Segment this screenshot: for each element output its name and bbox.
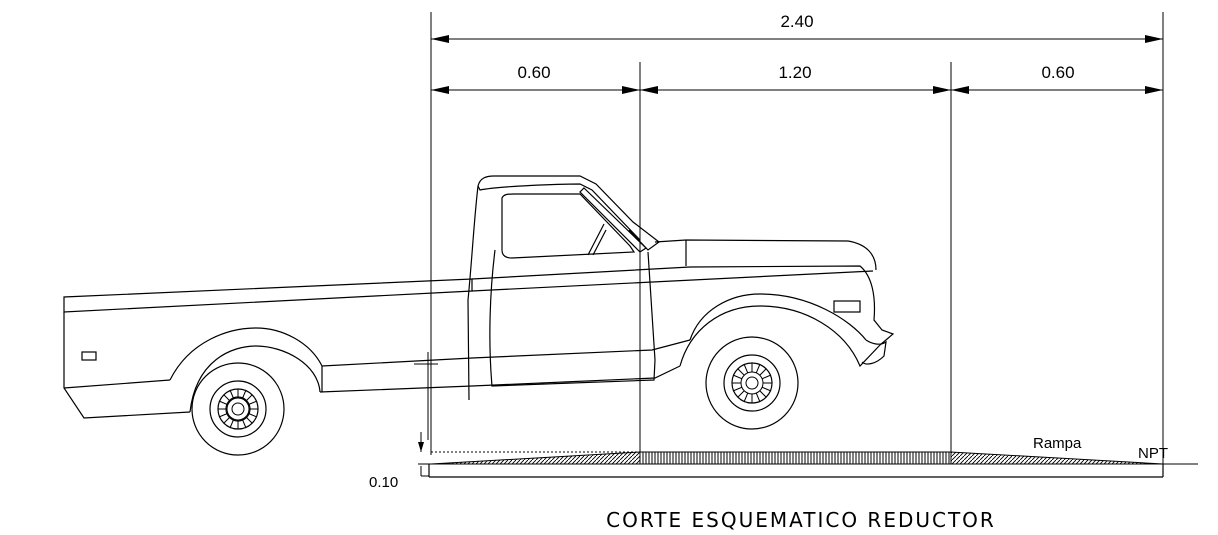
truck-hood-line [471, 265, 895, 346]
truck-side-crease [471, 270, 874, 292]
truck-bed-rear [63, 312, 191, 419]
dimension-height-label: 0.10 [369, 474, 398, 491]
truck-wiper [587, 223, 605, 256]
truck-side-lower-crease [321, 339, 691, 367]
ramp-label: Rampa [1033, 435, 1082, 452]
front-wheel [705, 336, 799, 430]
left-ramp [430, 451, 641, 465]
dimension-left-ramp: 0.60 [431, 63, 640, 94]
pickup-truck-drawing [63, 175, 895, 456]
arrow-head-icon [418, 442, 424, 452]
truck-cab [467, 175, 661, 401]
center-plateau [639, 451, 952, 465]
dimension-center: 1.20 [640, 63, 951, 94]
truck-side-window [501, 193, 636, 259]
side-marker-light [833, 300, 861, 313]
speed-bump-profile [418, 451, 1198, 478]
arrow-head-icon [1145, 86, 1163, 94]
rear-light [81, 351, 97, 361]
dimension-total-label: 2.40 [780, 12, 813, 31]
arrow-head-icon [431, 35, 449, 43]
truck-rocker [319, 365, 681, 393]
right-ramp [950, 451, 1164, 465]
rear-wheel [191, 362, 285, 456]
truck-door [489, 249, 656, 387]
truck-front-bumper [861, 339, 887, 365]
dimension-right-ramp: 0.60 [951, 63, 1163, 94]
truck-bed-rail [63, 278, 473, 313]
floor-level-label: NPT [1138, 445, 1168, 462]
extension-lines [430, 12, 1164, 464]
drawing-title: CORTE ESQUEMATICO REDUCTOR [606, 508, 996, 532]
dimension-total: 2.40 [431, 12, 1163, 43]
truck-cab-roof [477, 183, 641, 241]
arrow-head-icon [640, 86, 658, 94]
arrow-head-icon [431, 86, 449, 94]
arrow-head-icon [622, 86, 640, 94]
arrow-head-icon [951, 86, 969, 94]
truck-windshield [579, 187, 647, 253]
truck-hood [654, 239, 877, 271]
dimension-center-label: 1.20 [778, 63, 811, 82]
rear-wheel-arch [169, 327, 323, 392]
dimension-right-ramp-label: 0.60 [1041, 63, 1074, 82]
arrow-head-icon [1145, 35, 1163, 43]
arrow-head-icon [933, 86, 951, 94]
front-wheel-arch [679, 305, 881, 368]
dimension-left-ramp-label: 0.60 [517, 63, 550, 82]
dimension-height: 0.10 [369, 352, 438, 491]
